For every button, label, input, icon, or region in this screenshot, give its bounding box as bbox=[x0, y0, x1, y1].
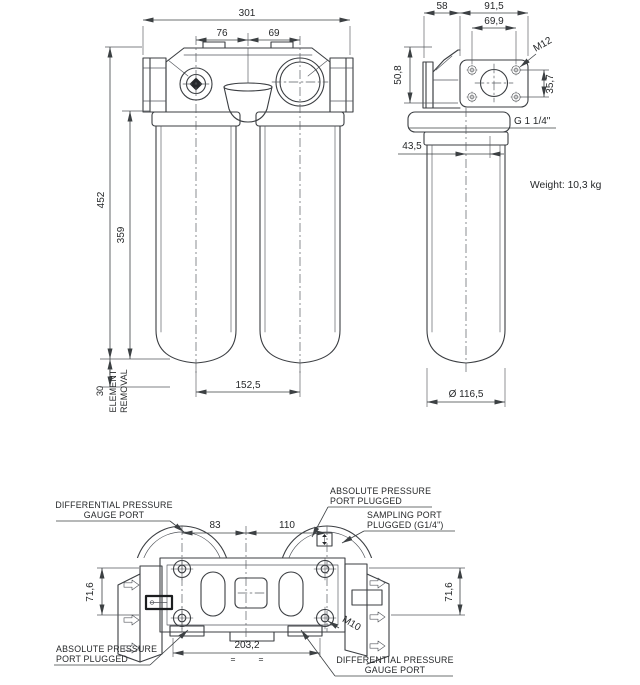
dim-bolt-spacing-vertical: 35,7 bbox=[520, 69, 556, 98]
weight-note: Weight: 10,3 kg bbox=[530, 180, 602, 191]
dim-text-71-6-left: 71,6 bbox=[85, 582, 96, 602]
dim-text-76: 76 bbox=[216, 28, 228, 39]
flow-arrow-icon bbox=[369, 611, 386, 623]
element-removal-label-2: REMOVAL bbox=[119, 369, 129, 413]
label-abs-port-top: ABSOLUTE PRESSURE PORT PLUGGED bbox=[311, 486, 432, 538]
label-text: PORT PLUGGED bbox=[56, 654, 128, 664]
dim-mount-height-left: 71,6 bbox=[85, 567, 139, 616]
dim-text-110: 110 bbox=[279, 520, 295, 531]
label-text: GAUGE PORT bbox=[365, 665, 426, 675]
dim-text-152-5: 152,5 bbox=[235, 380, 260, 391]
label-text: ABSOLUTE PRESSURE bbox=[56, 644, 157, 654]
mount-bolt-hole bbox=[313, 557, 337, 581]
dim-text-452: 452 bbox=[96, 191, 107, 208]
dim-text-43-5: 43,5 bbox=[402, 141, 422, 152]
side-view-head-profile bbox=[422, 49, 461, 109]
side-view-inlet-bar bbox=[407, 111, 511, 146]
dim-bowl-diameter: Ø 116,5 bbox=[426, 368, 506, 407]
dim-text-91-5: 91,5 bbox=[484, 1, 504, 12]
dim-text-35-7: 35,7 bbox=[545, 74, 556, 94]
dim-bolt-spacing-horizontal: 69,9 bbox=[471, 16, 517, 64]
label-text: GAUGE PORT bbox=[84, 510, 145, 520]
dim-bowl-center-spacing: 152,5 bbox=[195, 368, 301, 397]
side-view-mounting-flange bbox=[459, 59, 529, 108]
top-view-right-flange bbox=[316, 532, 390, 665]
dim-text-30: 30 bbox=[95, 386, 105, 396]
dim-text-116-5: Ø 116,5 bbox=[449, 389, 484, 400]
dim-port-offset: 43,5 bbox=[398, 136, 504, 158]
dim-flange-width: 91,5 bbox=[460, 1, 529, 56]
dim-text-301: 301 bbox=[239, 8, 256, 19]
top-view-left-flange bbox=[117, 565, 174, 663]
label-text: DIFFERENTIAL PRESSURE bbox=[55, 500, 172, 510]
dim-head-height: 50,8 bbox=[393, 46, 458, 104]
label-text: PORT PLUGGED bbox=[330, 496, 402, 506]
dim-port-spacing: 76 69 bbox=[196, 28, 300, 46]
dim-head-depth: 58 bbox=[423, 1, 461, 58]
side-view: 58 91,5 69,9 50,8 M12 35,7 bbox=[393, 1, 556, 407]
equal-mark-right: = bbox=[259, 654, 264, 664]
label-abs-port-bottom: ABSOLUTE PRESSURE PORT PLUGGED bbox=[54, 629, 189, 666]
flow-arrow-icon bbox=[369, 640, 386, 652]
label-m12-thread: M12 bbox=[519, 35, 555, 68]
top-view-body bbox=[159, 557, 346, 642]
thread-text-m10: M10 bbox=[340, 614, 363, 633]
dim-text-58: 58 bbox=[436, 1, 448, 12]
thread-text-m12: M12 bbox=[532, 35, 555, 54]
dim-overall-height: 452 bbox=[96, 46, 170, 360]
flow-arrow-icon bbox=[369, 577, 386, 589]
dim-element-removal: 30 ELEMENT REMOVAL bbox=[95, 359, 170, 413]
flange-bolt-hole bbox=[510, 64, 522, 76]
label-diff-gauge-bottom: DIFFERENTIAL PRESSURE GAUGE PORT bbox=[300, 629, 453, 677]
flow-arrow-icon bbox=[123, 579, 140, 591]
flange-bolt-hole bbox=[510, 91, 522, 103]
thread-text-g114: G 1 1/4" bbox=[514, 116, 551, 127]
dim-text-50-8: 50,8 bbox=[393, 65, 404, 85]
dim-text-69: 69 bbox=[268, 28, 280, 39]
flow-arrow-icon bbox=[123, 614, 140, 626]
flange-bolt-hole bbox=[466, 64, 478, 76]
dim-text-203-2: 203,2 bbox=[234, 640, 259, 651]
label-text: DIFFERENTIAL PRESSURE bbox=[336, 655, 453, 665]
equal-mark-left: = bbox=[231, 654, 236, 664]
dim-text-359: 359 bbox=[116, 226, 127, 243]
label-text: SAMPLING PORT bbox=[367, 510, 442, 520]
front-view-center-valve bbox=[223, 47, 273, 123]
dim-bowl-height: 359 bbox=[116, 110, 150, 359]
dim-mount-height-right: 71,6 bbox=[369, 567, 465, 616]
dim-mounting-hole-spacing: 203,2 = = bbox=[172, 638, 321, 664]
dim-overall-width: 301 bbox=[142, 8, 351, 55]
label-sampling-port: SAMPLING PORT PLUGGED (G1/4") bbox=[341, 510, 455, 544]
top-view: 83 110 71,6 71,6 203,2 = = M10 bbox=[54, 486, 465, 677]
label-diff-gauge-top: DIFFERENTIAL PRESSURE GAUGE PORT bbox=[55, 500, 185, 533]
front-view: 301 76 69 452 359 30 ELEMENT REMOVAL bbox=[95, 8, 354, 413]
front-view-filter-bowls bbox=[151, 111, 345, 364]
flange-bolt-hole bbox=[466, 91, 478, 103]
label-text: ABSOLUTE PRESSURE bbox=[330, 486, 431, 496]
dim-text-69-9: 69,9 bbox=[484, 16, 504, 27]
dim-text-83: 83 bbox=[209, 520, 221, 531]
dim-text-71-6-right: 71,6 bbox=[444, 582, 455, 602]
label-text: PLUGGED (G1/4") bbox=[367, 520, 444, 530]
label-g114-port: G 1 1/4" bbox=[408, 116, 556, 129]
element-removal-label-1: ELEMENT bbox=[108, 369, 118, 412]
